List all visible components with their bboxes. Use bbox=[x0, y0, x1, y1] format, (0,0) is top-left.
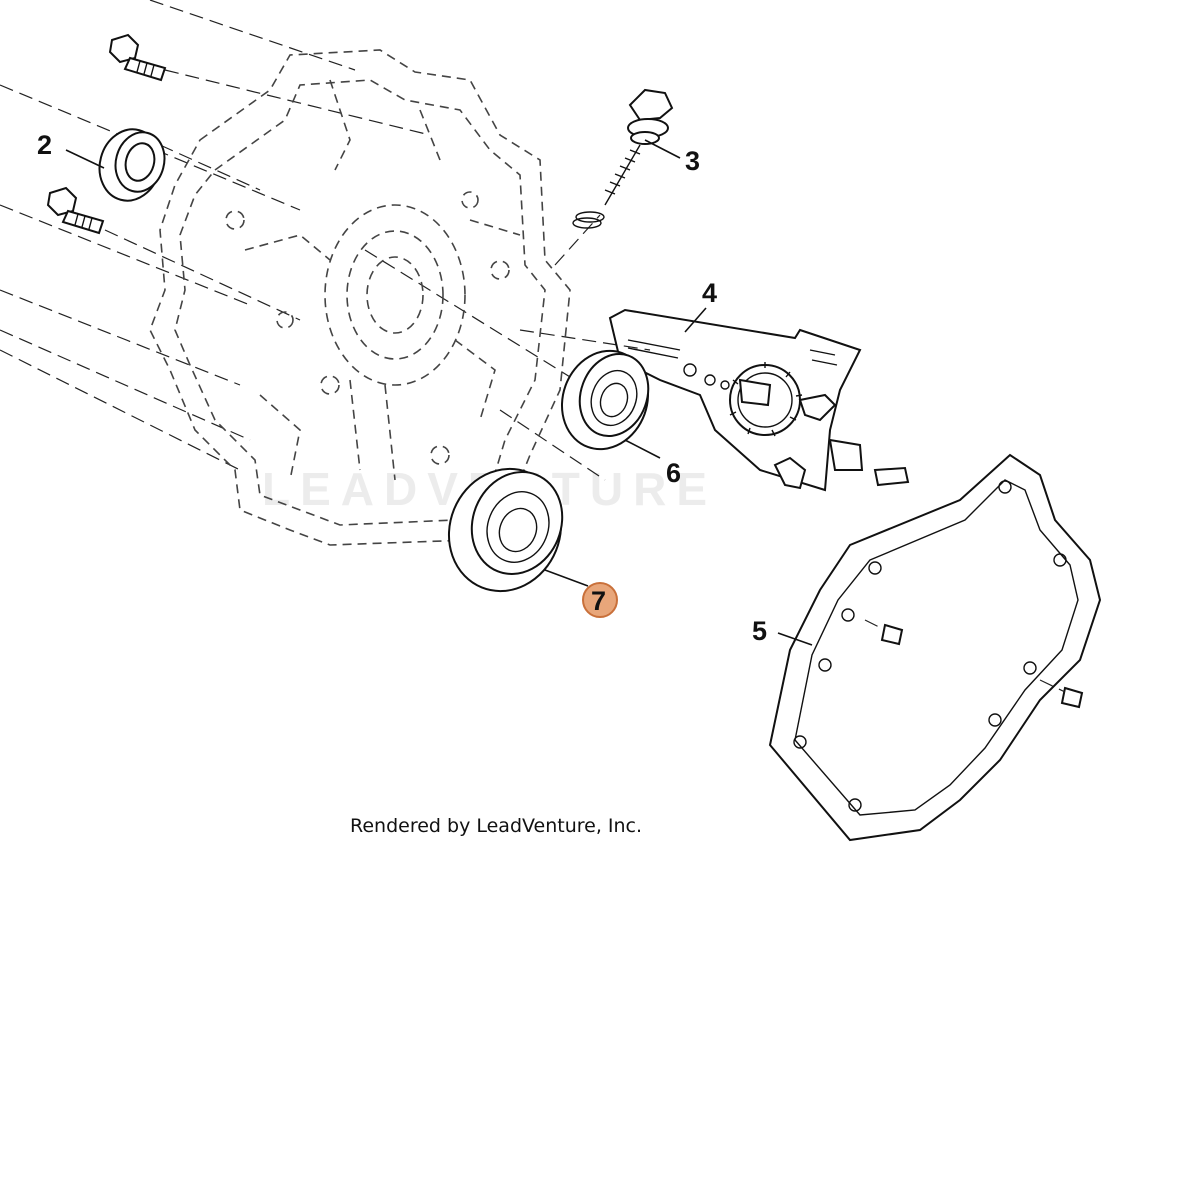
callout-7: 7 bbox=[591, 586, 606, 616]
lower-bolt bbox=[46, 186, 105, 235]
upper-bolt bbox=[108, 33, 167, 82]
dipstick-part-3 bbox=[572, 88, 674, 229]
callout-3: 3 bbox=[685, 146, 700, 176]
callout-7-highlight[interactable]: 7 bbox=[582, 582, 618, 618]
bearing-part-6 bbox=[560, 349, 650, 451]
leader-lines bbox=[65, 139, 813, 646]
credit-text: Rendered by LeadVenture, Inc. bbox=[350, 815, 642, 837]
alignment-guides bbox=[0, 0, 651, 481]
governor-assembly-part-4 bbox=[608, 308, 910, 492]
bearing-part-7 bbox=[447, 467, 564, 593]
gasket-part-5 bbox=[768, 453, 1102, 842]
callout-7-highlight-circle[interactable] bbox=[582, 582, 618, 618]
callout-5: 5 bbox=[752, 616, 767, 646]
oil-seal-part-2 bbox=[98, 128, 166, 202]
callout-6: 6 bbox=[666, 458, 681, 488]
callout-4: 4 bbox=[702, 278, 717, 308]
callout-2: 2 bbox=[37, 130, 52, 160]
